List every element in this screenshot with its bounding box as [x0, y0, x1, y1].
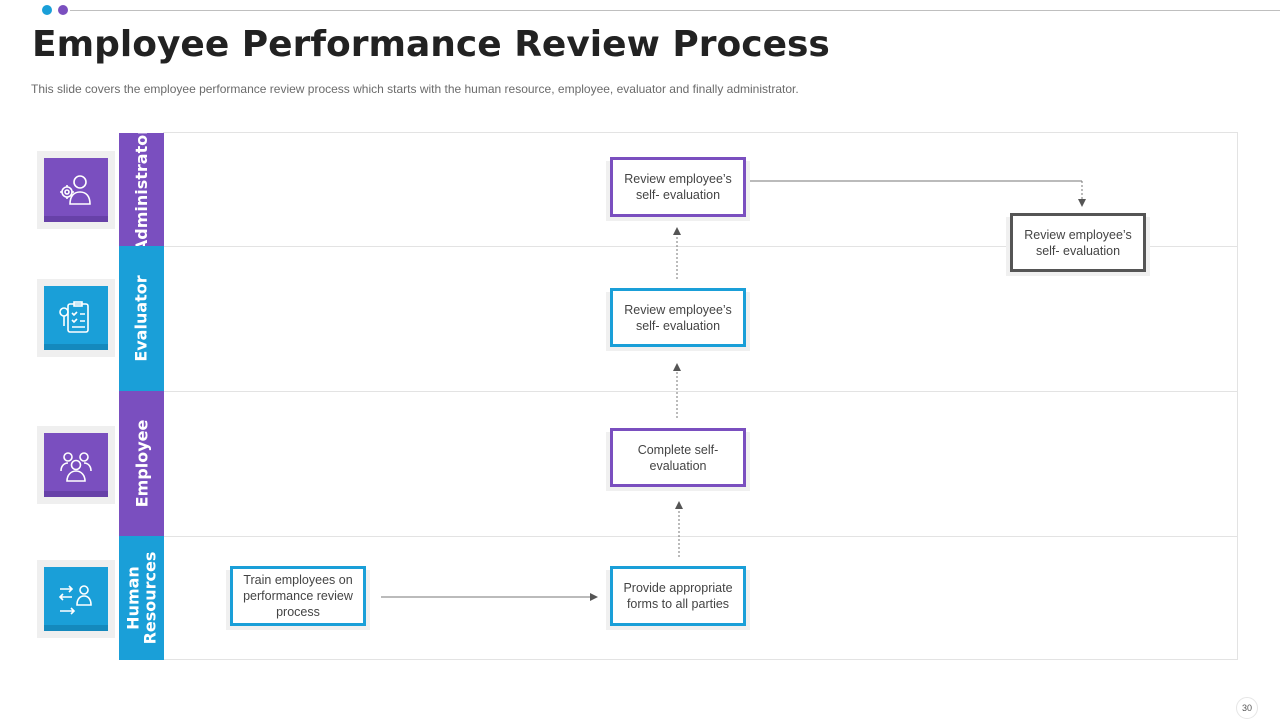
lane-band-administrator: Administrator	[119, 133, 164, 246]
administrator-icon-tile	[37, 151, 115, 229]
evaluator-icon-tile	[37, 279, 115, 357]
step-final-review: Review employee’s self- evaluation	[1010, 213, 1146, 272]
lane-band-employee: Employee	[119, 391, 164, 536]
step-train-employees: Train employees on performance review pr…	[230, 566, 366, 626]
page-title: Employee Performance Review Process	[32, 24, 830, 65]
clipboard-checklist-icon	[59, 301, 89, 333]
human-resources-icon-tile	[37, 560, 115, 638]
admin-user-gear-icon	[60, 175, 91, 205]
accent-dot-purple	[58, 5, 68, 15]
people-exchange-icon	[58, 585, 92, 615]
accent-dot-blue	[42, 5, 52, 15]
lane-band-human-resources: Human Resources	[119, 536, 164, 660]
step-complete-self-evaluation: Complete self- evaluation	[610, 428, 746, 487]
lane-band-evaluator: Evaluator	[119, 246, 164, 391]
top-rule	[70, 10, 1280, 11]
page-subtitle: This slide covers the employee performan…	[31, 82, 799, 96]
team-group-icon	[60, 452, 92, 482]
lane-divider	[163, 536, 1238, 537]
lane-divider	[163, 246, 1238, 247]
page-number: 30	[1236, 697, 1258, 719]
step-evaluator-review: Review employee’s self- evaluation	[610, 288, 746, 347]
lane-divider	[163, 391, 1238, 392]
step-administrator-review: Review employee’s self- evaluation	[610, 157, 746, 217]
step-provide-forms: Provide appropriate forms to all parties	[610, 566, 746, 626]
employee-icon-tile	[37, 426, 115, 504]
